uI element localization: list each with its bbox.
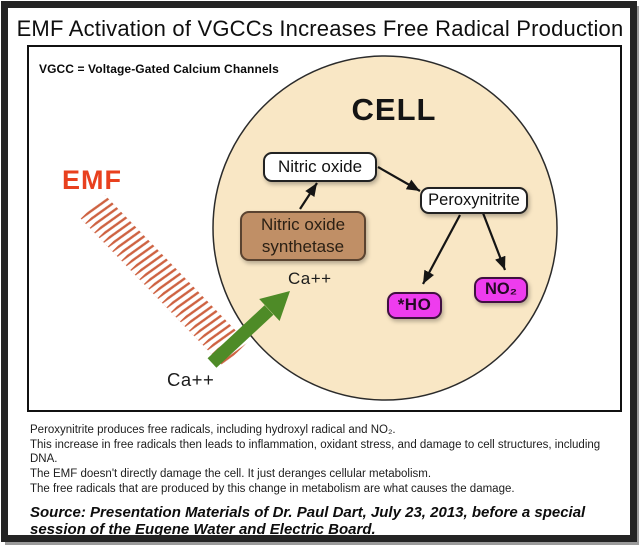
node-hydroxyl-radical: *HO xyxy=(387,292,442,319)
arrow-nitric-oxide-to-peroxynitrite xyxy=(377,166,421,192)
footnote-line: The EMF doesn't directly damage the cell… xyxy=(30,467,432,480)
vgcc-definition-note: VGCC = Voltage-Gated Calcium Channels xyxy=(39,62,279,76)
calcium-influx-arrow xyxy=(207,291,290,368)
calcium-label-inside-cell: Ca++ xyxy=(288,269,332,288)
node-nitric-oxide: Nitric oxide xyxy=(263,152,377,182)
diagram-panel: VGCC = Voltage-Gated Calcium Channels CE… xyxy=(27,45,622,412)
diagram-graphics xyxy=(80,55,558,401)
arrow-peroxynitrite-to-hydroxyl xyxy=(422,214,461,285)
emf-label: EMF xyxy=(62,165,122,195)
cell-label: CELL xyxy=(351,92,437,127)
emf-radiation-hatch xyxy=(80,195,248,367)
source-citation: Source: Presentation Materials of Dr. Pa… xyxy=(30,504,586,538)
reaction-arrows xyxy=(299,166,507,285)
node-nitric-oxide-synthetase: Nitric oxide synthetase xyxy=(240,211,366,261)
footnotes: Peroxynitrite produces free radicals, in… xyxy=(30,424,619,498)
footnote-line: The free radicals that are produced by t… xyxy=(30,482,515,495)
page-title: EMF Activation of VGCCs Increases Free R… xyxy=(16,16,624,41)
footnote-line: Peroxynitrite produces free radicals, in… xyxy=(30,424,396,436)
node-peroxynitrite: Peroxynitrite xyxy=(420,187,528,214)
cell-membrane-circle xyxy=(212,55,558,401)
footnote-line: This increase in free radicals then lead… xyxy=(30,439,601,465)
node-nitrogen-dioxide: NO₂ xyxy=(474,277,528,303)
arrow-peroxynitrite-to-no2 xyxy=(481,212,507,271)
calcium-label-outside-cell: Ca++ xyxy=(167,369,215,390)
arrow-synthetase-to-nitric-oxide xyxy=(299,182,318,210)
